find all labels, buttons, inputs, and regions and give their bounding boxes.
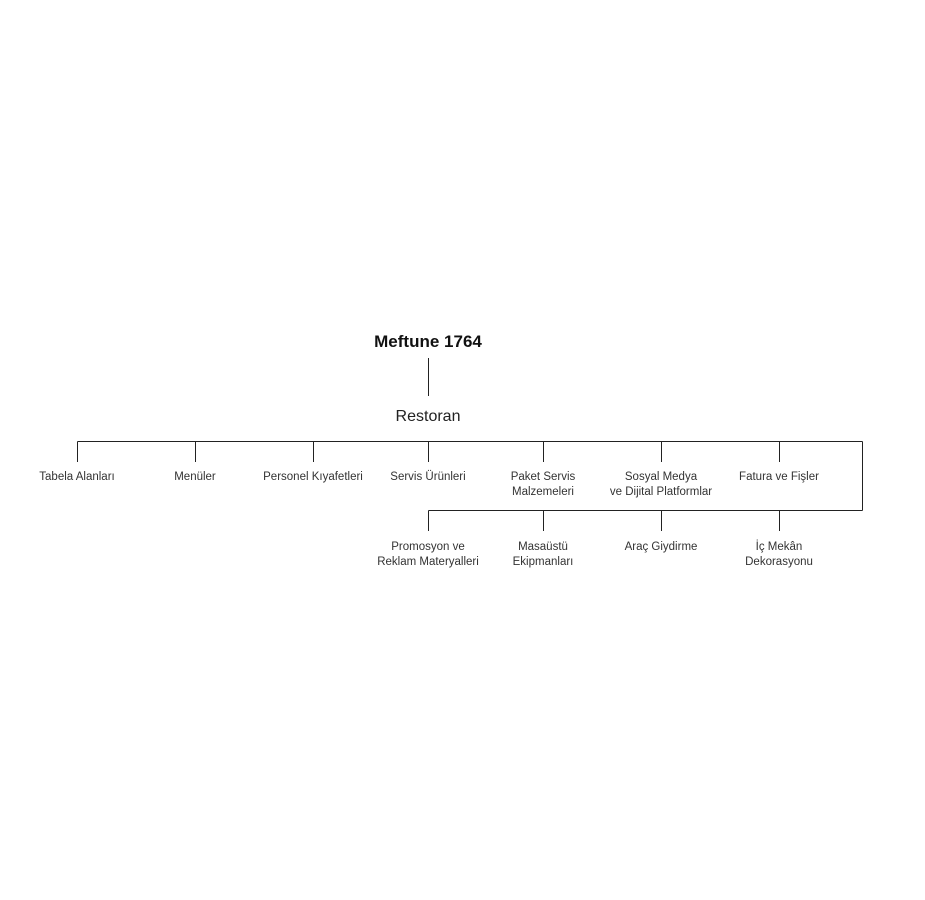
row1-node-5: Paket Servis Malzemeleri bbox=[510, 471, 576, 498]
row2-node-1: Promosyon ve Reklam Materyalleri bbox=[377, 541, 479, 568]
row1-node-3: Personel Kıyafetleri bbox=[263, 471, 363, 483]
row2-node-3: Araç Giydirme bbox=[624, 541, 698, 553]
row1-node-6: Sosyal Medya ve Dijital Platformlar bbox=[609, 471, 713, 498]
row2-node-2: Masaüstü Ekipmanları bbox=[512, 541, 574, 568]
branch-node: Restoran bbox=[395, 408, 461, 425]
root-node: Meftune 1764 bbox=[374, 332, 482, 351]
row2-node-4: İç Mekân Dekorasyonu bbox=[745, 541, 813, 568]
row1-node-4: Servis Ürünleri bbox=[390, 471, 466, 483]
row1-node-7: Fatura ve Fişler bbox=[739, 471, 819, 483]
row1-node-1: Tabela Alanları bbox=[39, 471, 115, 483]
row1-node-2: Menüler bbox=[174, 471, 216, 483]
